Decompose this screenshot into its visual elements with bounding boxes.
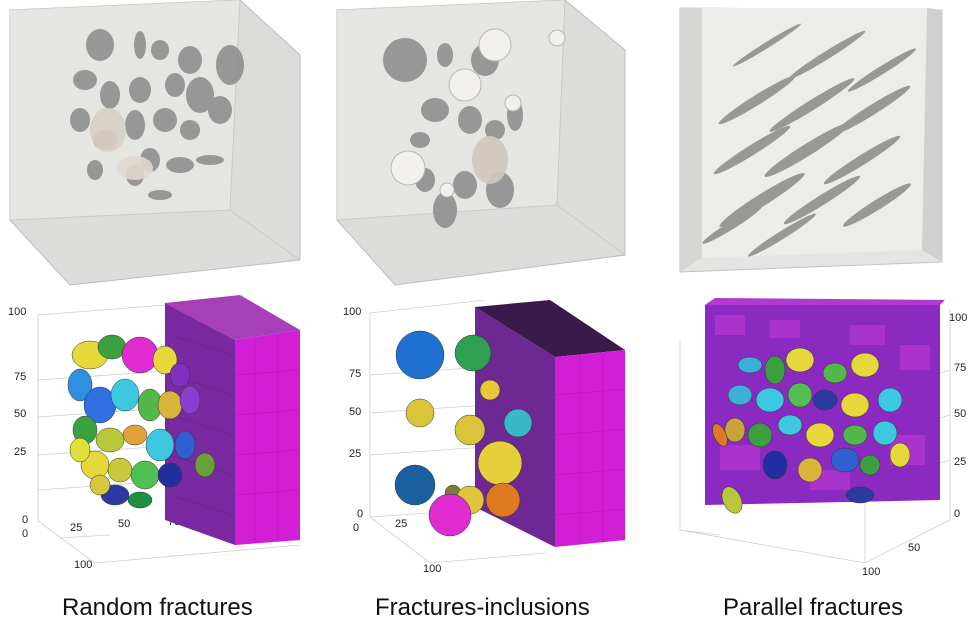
random-x-tick-50: 50 bbox=[118, 518, 130, 530]
caption-parallel-fractures: Parallel fractures bbox=[723, 594, 904, 621]
parallel-fractures-mesh: 100 75 50 25 0 50 100 bbox=[660, 295, 969, 585]
inclusions-y-tick-100: 100 bbox=[343, 306, 361, 318]
random-y-tick-0: 0 bbox=[22, 514, 28, 526]
inclusions-depth-tick-100: 100 bbox=[423, 563, 441, 575]
random-y-tick-100: 100 bbox=[8, 306, 26, 318]
random-y-tick-25: 25 bbox=[14, 446, 26, 458]
parallel-fractures-box bbox=[672, 0, 962, 280]
parallel-depth-tick-100: 100 bbox=[862, 566, 880, 578]
inclusions-y-tick-25: 25 bbox=[349, 448, 361, 460]
fractures-inclusions-mesh: 100 75 50 25 0 0 25 100 bbox=[325, 295, 645, 585]
random-x-tick-0: 0 bbox=[22, 528, 28, 540]
caption-random-fractures: Random fractures bbox=[62, 594, 253, 621]
random-fractures-mesh: 100 75 50 25 0 0 25 50 75 100 bbox=[0, 295, 320, 585]
random-y-tick-50: 50 bbox=[14, 408, 26, 420]
inclusions-x-tick-0: 0 bbox=[353, 522, 359, 534]
inclusions-y-tick-0: 0 bbox=[357, 508, 363, 520]
parallel-y-tick-0: 0 bbox=[954, 508, 960, 520]
caption-fractures-inclusions: Fractures-inclusions bbox=[375, 594, 590, 621]
random-y-tick-75: 75 bbox=[14, 371, 26, 383]
parallel-depth-tick-50: 50 bbox=[908, 542, 920, 554]
parallel-y-tick-75: 75 bbox=[954, 362, 966, 374]
random-depth-tick-100: 100 bbox=[74, 559, 92, 571]
fractures-inclusions-box bbox=[325, 0, 640, 290]
random-fractures-box bbox=[0, 0, 310, 290]
inclusions-y-tick-50: 50 bbox=[349, 406, 361, 418]
inclusions-y-tick-75: 75 bbox=[349, 368, 361, 380]
inclusions-x-tick-25: 25 bbox=[395, 518, 407, 530]
random-x-tick-25: 25 bbox=[70, 522, 82, 534]
parallel-y-tick-25: 25 bbox=[954, 456, 966, 468]
parallel-y-tick-100: 100 bbox=[949, 312, 967, 324]
parallel-y-tick-50: 50 bbox=[954, 408, 966, 420]
